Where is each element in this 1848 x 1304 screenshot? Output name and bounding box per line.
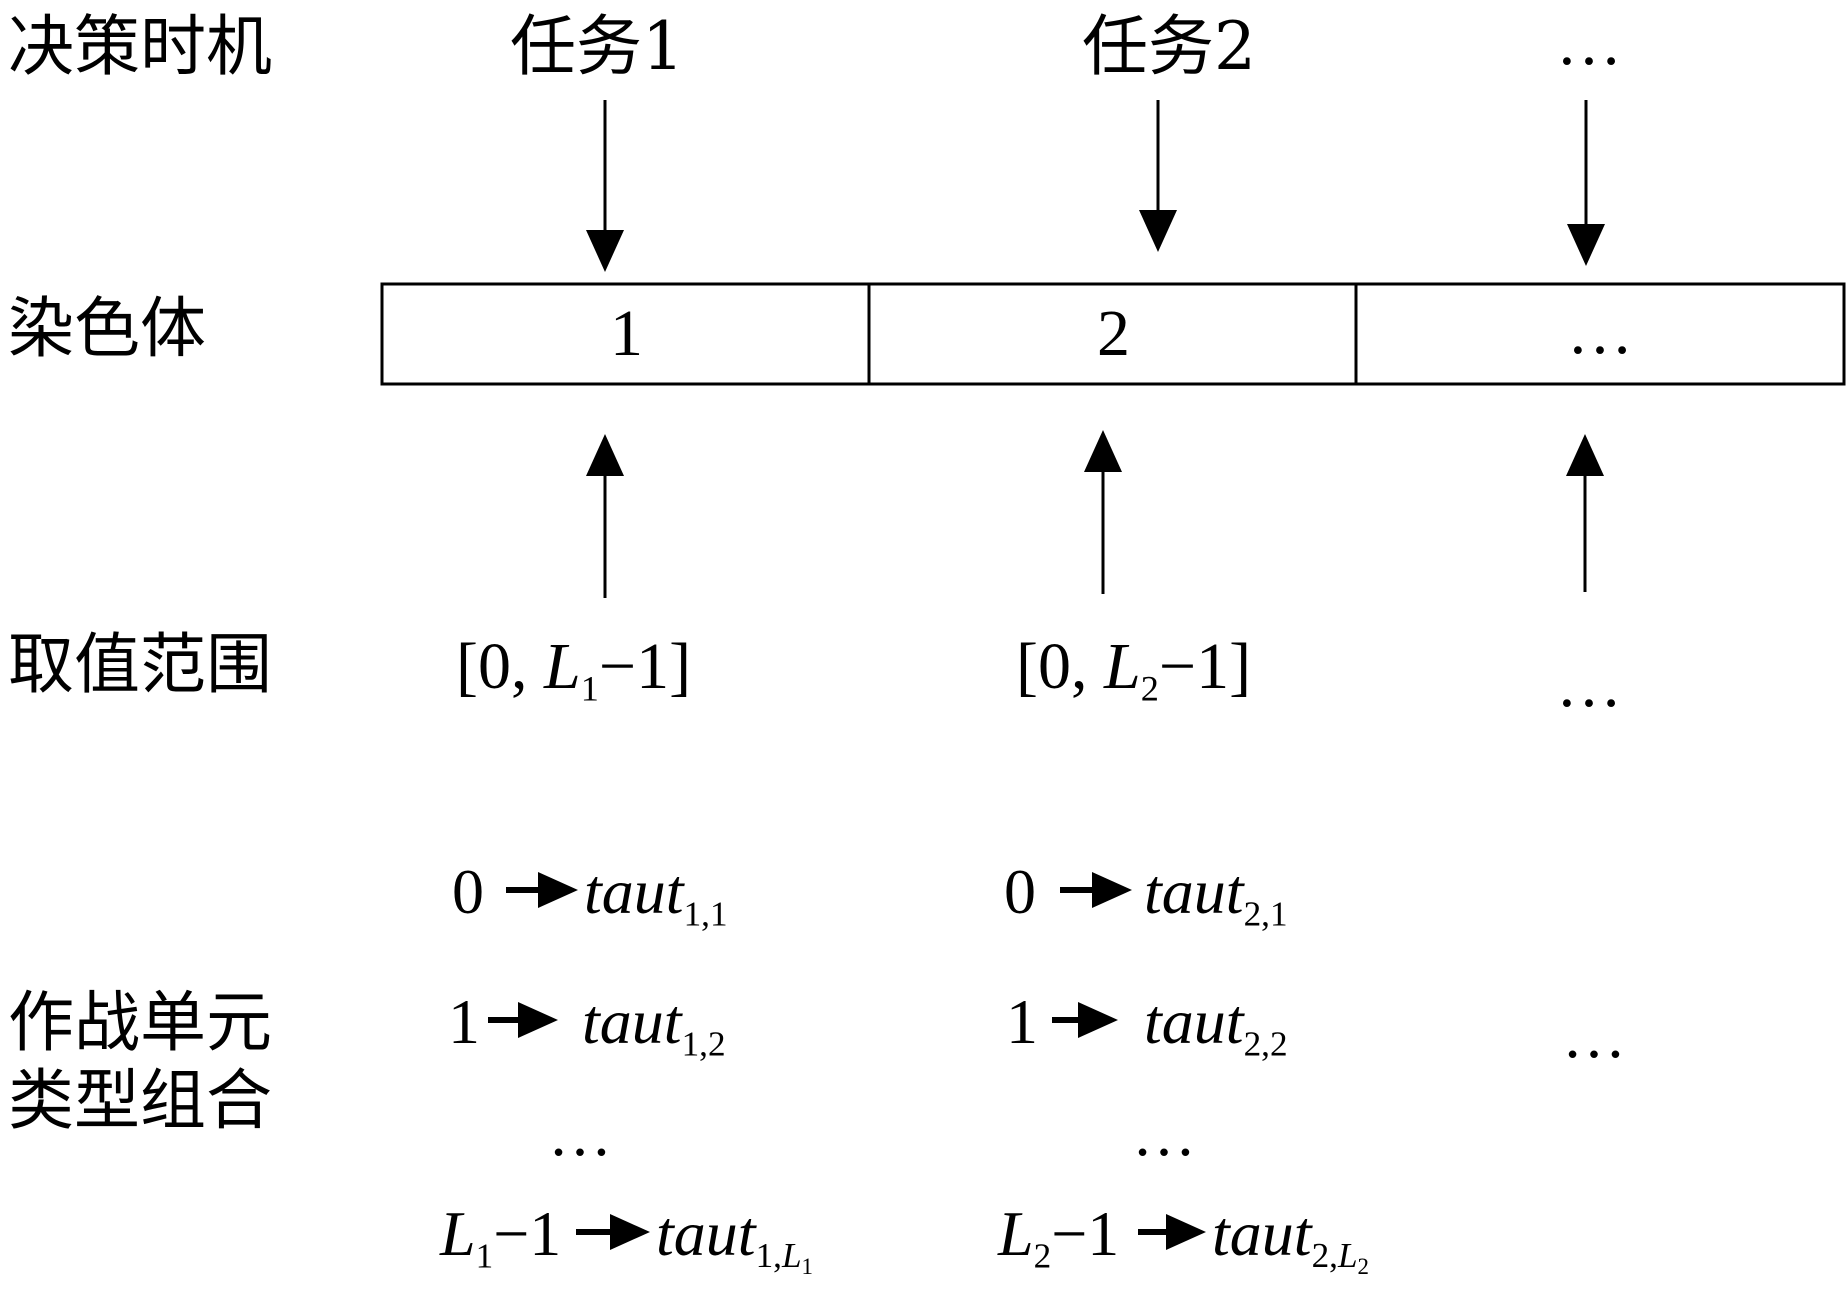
map-1-row-1-lhs: 0: [452, 856, 484, 927]
map-2-row-4-L: L: [998, 1198, 1034, 1269]
map-1-row-2-lhs: 1: [448, 986, 480, 1057]
map-2-row-4-rhs: taut2,L2: [1212, 1202, 1369, 1279]
range-2-close-bracket: ]: [1229, 630, 1252, 703]
up-arrow-3: [1566, 434, 1604, 592]
up-arrow-2: [1084, 430, 1122, 594]
label-combo-line2: 类型组合: [8, 1062, 272, 1139]
map-1-row-4-sub-L: L: [781, 1236, 802, 1276]
range-1: [0, L1−1]: [456, 634, 691, 707]
label-combo-line1: 作战单元: [8, 984, 272, 1061]
range-2-zero: 0,: [1037, 630, 1104, 703]
map-1-row-4-minus-one: −1: [493, 1198, 562, 1269]
map-2-row-2-taut: taut: [1144, 986, 1244, 1057]
map-1-row-4-sub-L-sub: 1: [801, 1254, 813, 1280]
map-arrow-1-1: [506, 872, 578, 908]
map-1-row-2-rhs: taut1,2: [582, 990, 726, 1062]
map-2-row-4-lhs: L2−1: [998, 1202, 1119, 1274]
map-2-row-4-taut: taut: [1212, 1198, 1312, 1269]
map-1-row-1-sub: 1,1: [683, 894, 728, 934]
task-1-heading: 任务1: [510, 8, 684, 85]
map-1-row-4-lhs: L1−1: [440, 1202, 561, 1274]
down-arrow-2: [1139, 100, 1177, 252]
map-2-row-2-sub: 2,2: [1243, 1024, 1288, 1064]
map-1-row-1-taut: taut: [584, 856, 684, 927]
range-1-sub: 1: [580, 668, 599, 709]
task-2-heading: 任务2: [1082, 8, 1256, 85]
map-2-row-1-lhs: 0: [1004, 856, 1036, 927]
map-arrow-1-2: [488, 1002, 558, 1038]
label-chromosome: 染色体: [8, 290, 206, 367]
gene-1: 1: [610, 297, 643, 370]
map-1-ellipsis: …: [548, 1098, 612, 1169]
map-2-row-2-rhs: taut2,2: [1144, 990, 1288, 1062]
map-2-row-4-sub-L-sub: 2: [1357, 1254, 1369, 1280]
map-2-row-2-lhs: 1: [1006, 986, 1038, 1057]
map-1-row-4-taut: taut: [656, 1198, 756, 1269]
map-1-row-2-taut: taut: [582, 986, 682, 1057]
task-ellipsis: …: [1556, 6, 1622, 79]
map-2-row-1-rhs: taut2,1: [1144, 860, 1288, 932]
range-1-open-bracket: [: [456, 630, 478, 703]
label-value-range: 取值范围: [8, 626, 272, 703]
gene-ellipsis: …: [1567, 295, 1633, 368]
map-2-row-4-L-sub: 2: [1033, 1236, 1052, 1276]
range-2-L: L: [1103, 630, 1141, 703]
range-1-zero: 0,: [477, 630, 544, 703]
map-2-row-4-sub: 2,: [1311, 1236, 1338, 1276]
range-1-L: L: [543, 630, 581, 703]
map-arrow-2-2: [1052, 1002, 1118, 1038]
map-2-row-4-sub-L: L: [1337, 1236, 1358, 1276]
range-1-minus-one: −1: [598, 630, 670, 703]
range-2: [0, L2−1]: [1016, 634, 1251, 707]
map-2-row-1-taut: taut: [1144, 856, 1244, 927]
range-2-sub: 2: [1140, 668, 1159, 709]
map-1-row-1-rhs: taut1,1: [584, 860, 728, 932]
map-arrow-2-4: [1138, 1214, 1206, 1250]
map-1-row-4-L-sub: 1: [475, 1236, 494, 1276]
range-ellipsis: …: [1556, 648, 1622, 721]
chromosome-box: [380, 282, 1846, 386]
map-arrow-2-1: [1060, 872, 1132, 908]
down-arrow-3: [1567, 100, 1605, 266]
range-2-open-bracket: [: [1016, 630, 1038, 703]
map-1-row-4-sub: 1,: [755, 1236, 782, 1276]
down-arrow-1: [586, 100, 624, 272]
label-decision-time: 决策时机: [8, 8, 272, 85]
map-1-row-4-L: L: [440, 1198, 476, 1269]
range-1-close-bracket: ]: [669, 630, 692, 703]
map-2-row-4-minus-one: −1: [1051, 1198, 1120, 1269]
up-arrow-1: [586, 434, 624, 598]
gene-2: 2: [1097, 297, 1130, 370]
map-1-row-2-sub: 1,2: [681, 1024, 726, 1064]
map-1-row-4-rhs: taut1,L1: [656, 1202, 813, 1279]
map-arrow-1-4: [576, 1214, 650, 1250]
range-2-minus-one: −1: [1158, 630, 1230, 703]
combo-ellipsis: …: [1562, 1000, 1626, 1071]
map-2-row-1-sub: 2,1: [1243, 894, 1288, 934]
map-2-ellipsis: …: [1132, 1098, 1196, 1169]
